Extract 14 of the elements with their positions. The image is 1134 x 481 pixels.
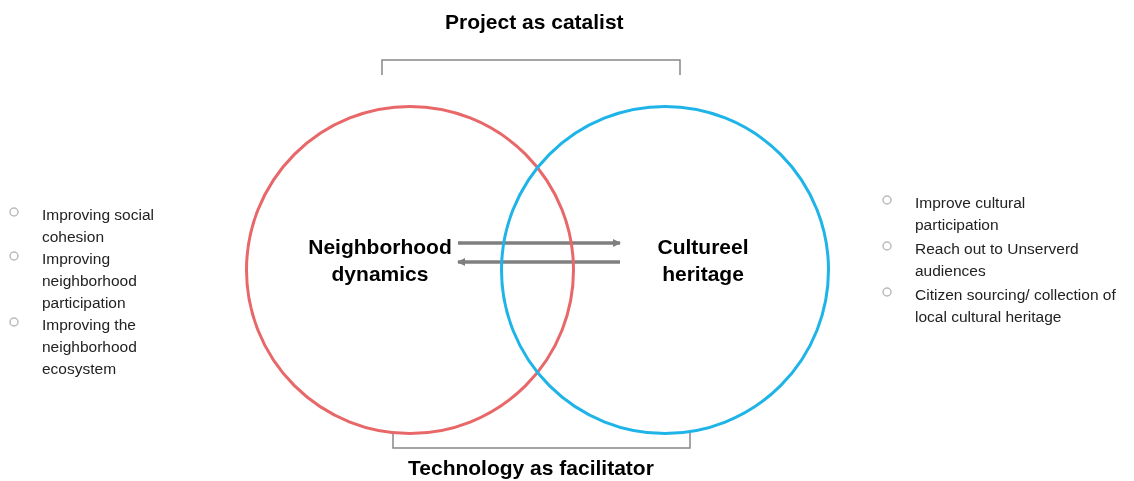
- bullet-text: Improving neighborhood participation: [42, 249, 138, 313]
- bracket-heading: Project as catalist: [445, 10, 624, 34]
- bullet-text: Citizen sourcing/ collection of local cultural heritage: [915, 285, 1117, 327]
- circle-label: Neighborhood dynamics: [307, 234, 453, 287]
- venn-circle: [500, 105, 830, 435]
- bullet-text: Improve cultural participation: [915, 193, 1027, 235]
- bullet-text: Improving the neighborhood ecosystem: [42, 315, 138, 379]
- circle-label: Cultureel heritage: [656, 234, 750, 287]
- bracket-heading: Technology as facilitator: [408, 456, 654, 480]
- bullet-text: Improving social cohesion: [42, 205, 155, 247]
- bullet-text: Reach out to Unserverd audiences: [915, 239, 1080, 281]
- arrow: [458, 239, 621, 247]
- venn-circle: [245, 105, 575, 435]
- arrow: [457, 258, 620, 266]
